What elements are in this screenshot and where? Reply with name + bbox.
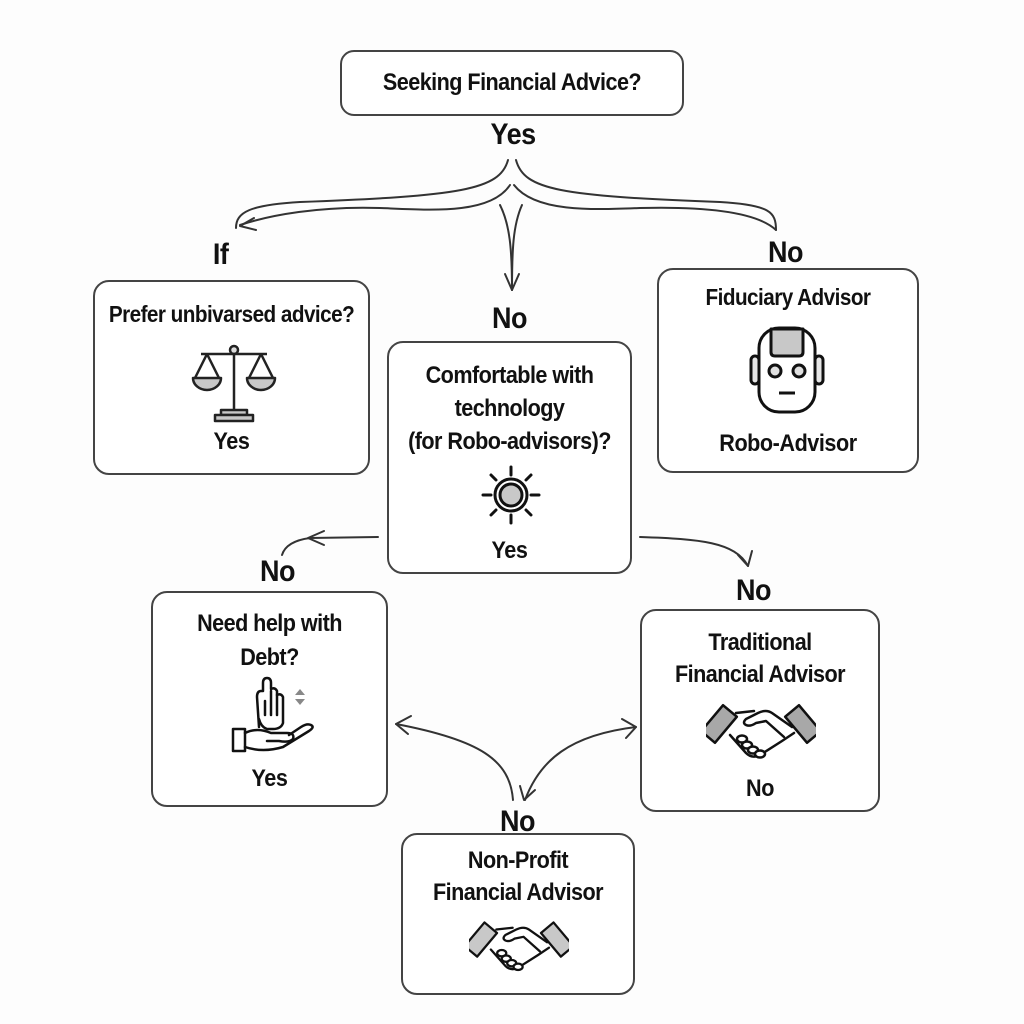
node-debt[interactable]: Need help with Debt? Yes (151, 591, 388, 807)
node-traditional-title: Traditional Financial Advisor (642, 627, 878, 691)
gear-icon (481, 465, 541, 525)
node-fiduciary-advisor[interactable]: Fiduciary Advisor Robo-Advisor (657, 268, 919, 473)
arrowhead-center (504, 273, 520, 291)
title-line: Financial Advisor (674, 661, 846, 688)
connector-bottom-right (524, 726, 637, 801)
node-unbiased-title: Prefer unbivarsed advice? (108, 301, 355, 327)
node-nonprofit-title: Non-Profit Financial Advisor (403, 845, 633, 909)
title-line: Comfortable with (425, 362, 594, 389)
scales-icon (191, 344, 277, 423)
node-fiduciary-title: Fiduciary Advisor (705, 284, 871, 310)
edge-label-mid-right-no: No (735, 574, 772, 607)
title-line: Need help with (197, 610, 342, 637)
connector-center-down (499, 204, 513, 291)
edge-label-left-if: If (212, 238, 229, 271)
arrowhead-tech-left (307, 530, 325, 546)
title-line: Non-Profit (467, 847, 569, 874)
connector-top-right-inner (513, 184, 777, 231)
title-line: Debt? (240, 644, 299, 671)
node-technology[interactable]: Comfortable with technology (for Robo-ad… (387, 341, 632, 574)
connector-top-left-inner (239, 184, 511, 226)
arrowhead-bottom-nonprofit (519, 785, 536, 801)
arrowhead-left-if (239, 217, 257, 231)
connector-bottom-left (395, 723, 514, 801)
node-traditional-footer: No (746, 775, 774, 802)
node-debt-title: Need help with Debt? (153, 607, 386, 675)
title-line: Financial Advisor (432, 879, 604, 906)
handshake-icon (706, 703, 816, 759)
arrowhead-tech-right (737, 550, 753, 567)
edge-label-mid-left-no: No (259, 555, 296, 588)
node-unbiased-advice[interactable]: Prefer unbivarsed advice? Yes (93, 280, 370, 475)
node-traditional-advisor[interactable]: Traditional Financial Advisor No (640, 609, 880, 812)
node-nonprofit-advisor[interactable]: Non-Profit Financial Advisor (401, 833, 635, 995)
edge-label-center-no: No (491, 302, 528, 335)
connector-top-right (515, 159, 777, 231)
title-line: Traditional (708, 629, 812, 656)
node-debt-footer: Yes (251, 765, 288, 792)
node-technology-title: Comfortable with technology (for Robo-ad… (389, 359, 630, 458)
connector-tech-right (639, 536, 749, 567)
robot-icon (749, 326, 825, 414)
edge-label-bottom-no: No (499, 805, 536, 838)
connector-tech-left (281, 536, 379, 556)
arrowhead-bottom-right (621, 718, 637, 739)
helping-hand-icon (231, 676, 314, 753)
arrowhead-bottom-left (395, 715, 412, 735)
node-fiduciary-footer: Robo-Advisor (719, 430, 857, 457)
connector-center-down-2 (511, 204, 523, 291)
root-question-title: Seeking Financial Advice? (382, 69, 642, 96)
node-technology-footer: Yes (491, 537, 528, 564)
root-question-box[interactable]: Seeking Financial Advice? (340, 50, 684, 116)
edge-label-top-yes: Yes (490, 118, 537, 151)
handshake-icon (469, 921, 569, 972)
node-unbiased-footer: Yes (213, 428, 250, 455)
title-line: technology (454, 395, 565, 422)
connector-top-left (235, 159, 509, 229)
title-line: (for Robo-advisors)? (408, 428, 611, 455)
edge-label-right-no: No (767, 236, 804, 269)
